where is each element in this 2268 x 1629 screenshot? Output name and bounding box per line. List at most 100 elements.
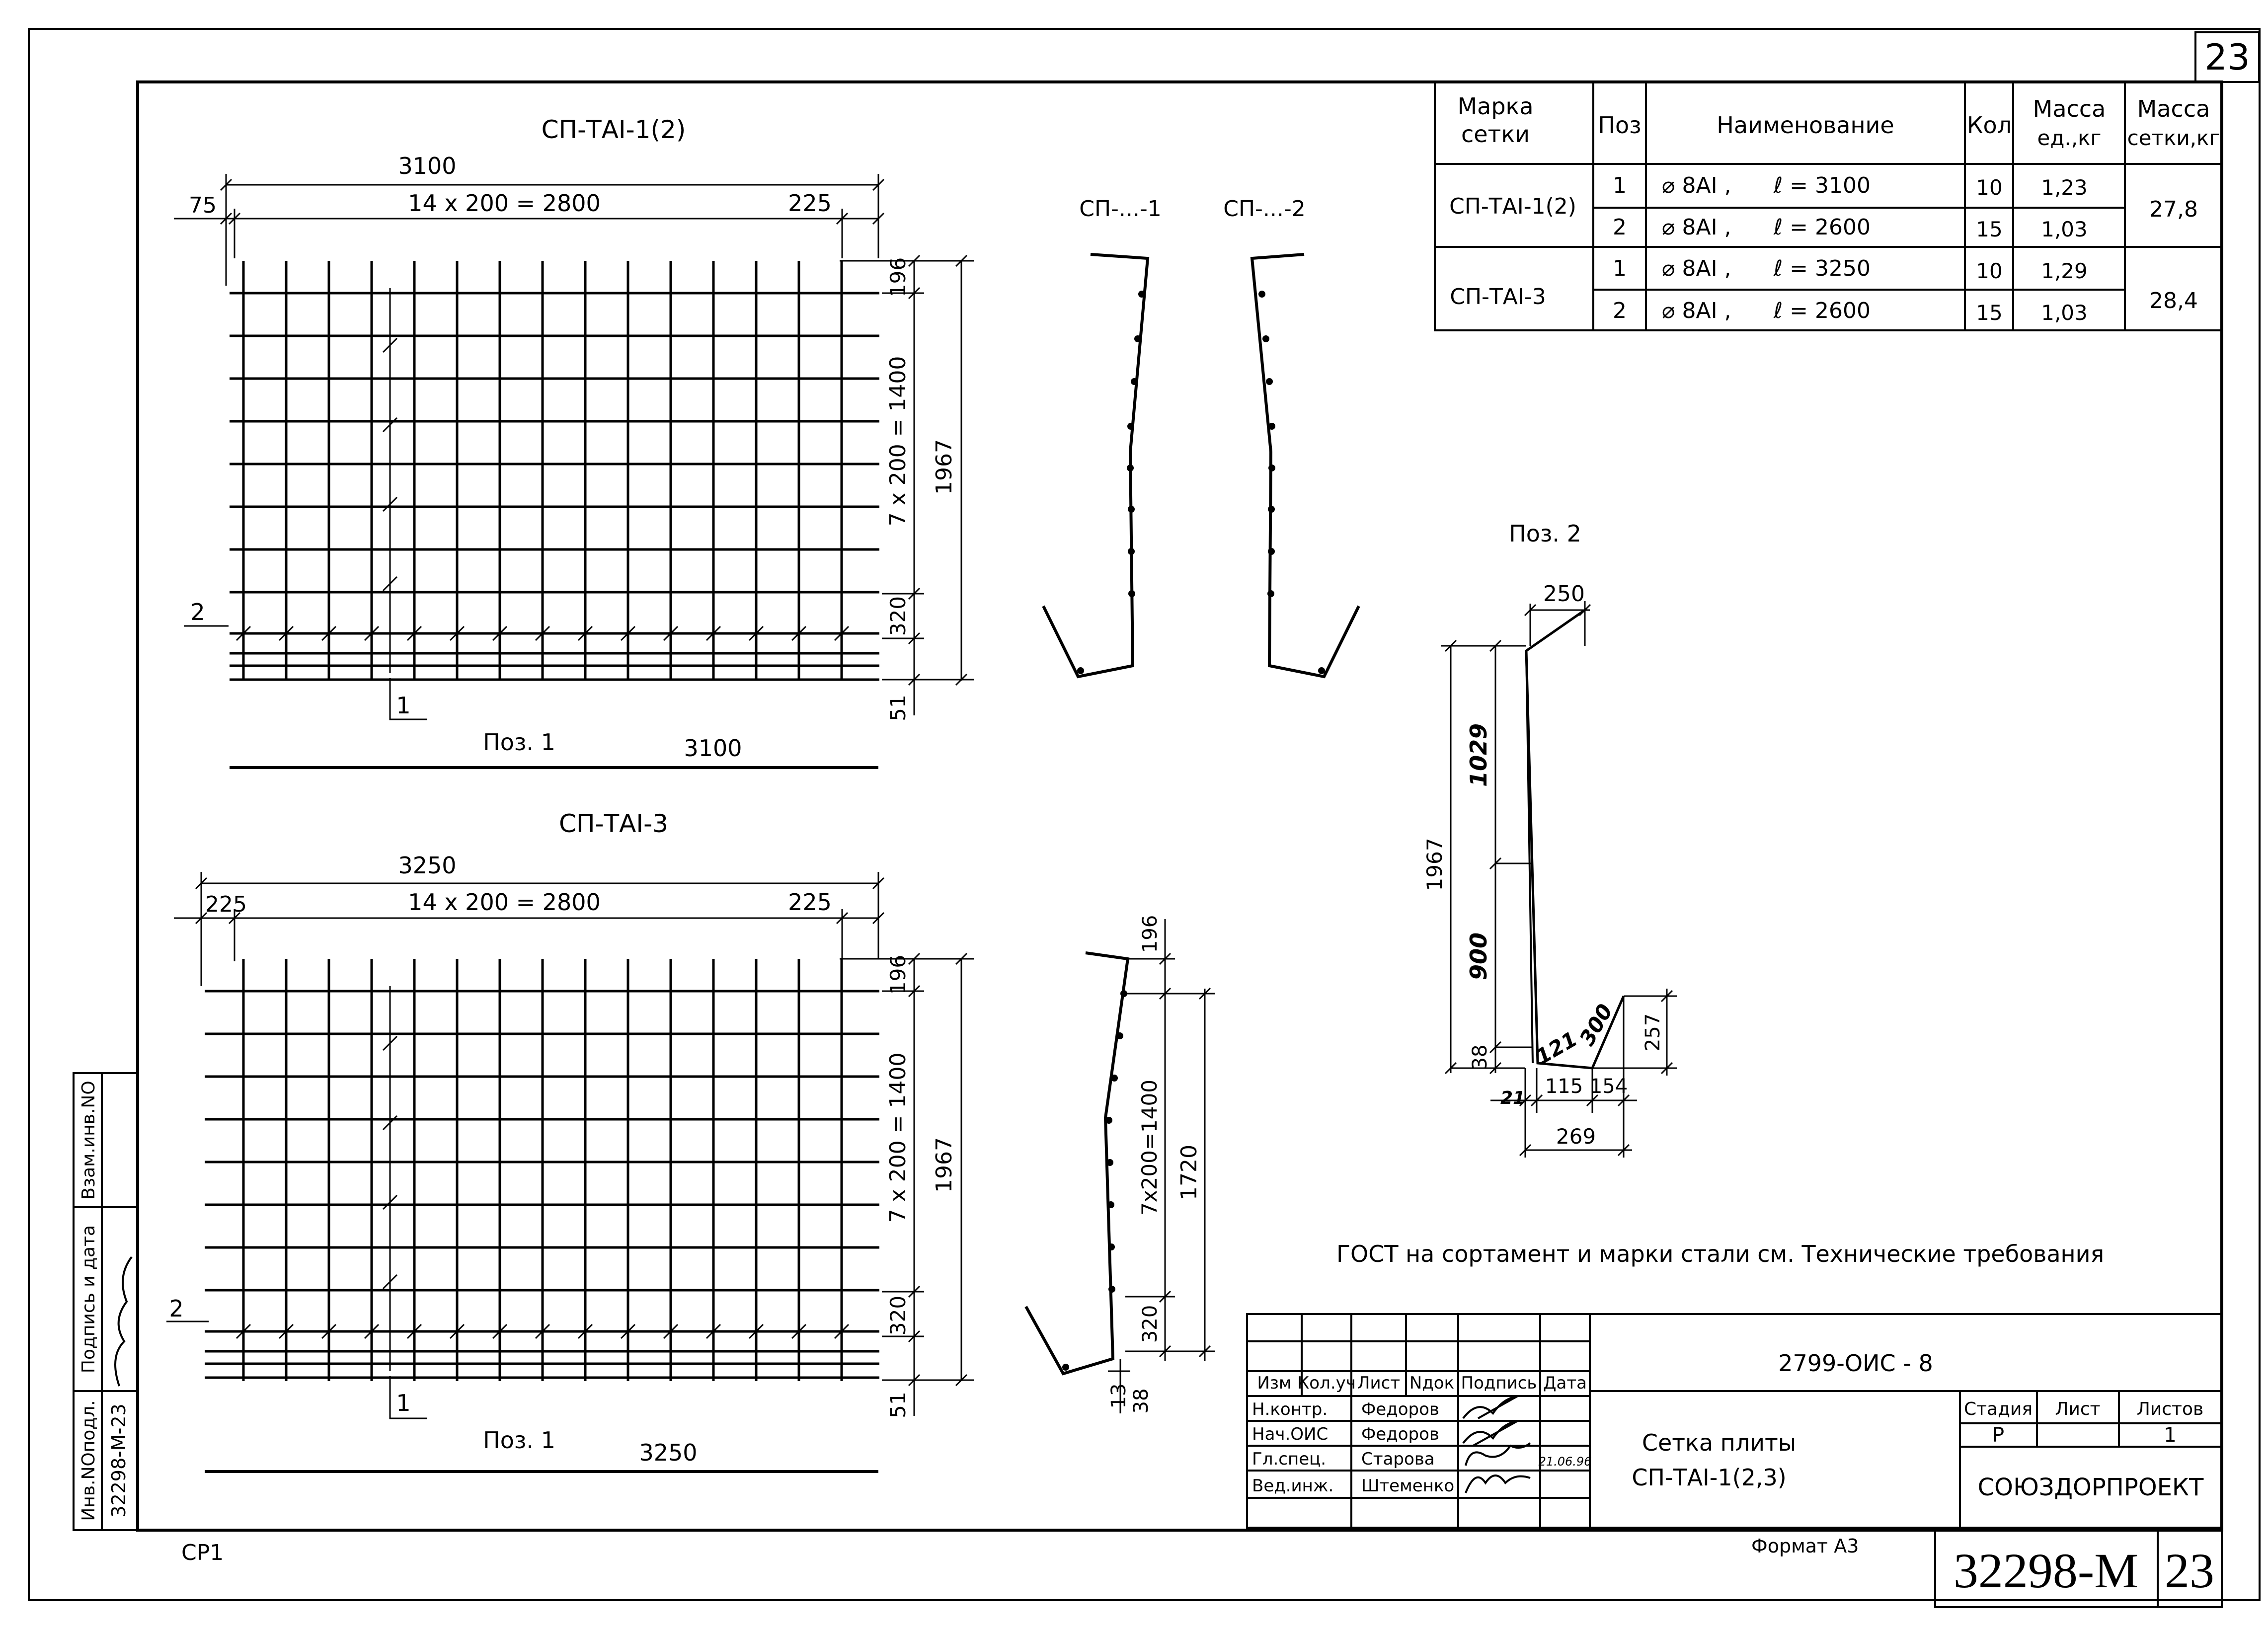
section-3-dim-total: 1720	[1176, 1145, 1202, 1200]
section-3-profile	[1024, 951, 1130, 1376]
stamp-stage-value: Р	[1992, 1424, 2004, 1447]
spec-mark: СП-ТАI-1(2)	[1449, 194, 1576, 219]
spec-unit-mass: 1,23	[2041, 175, 2088, 200]
spec-header-net-mass-1: Масса	[2137, 95, 2210, 122]
stamp-col-data: Дата	[1543, 1373, 1587, 1393]
mesh-2-dim-mid: 14 x 200 = 2800	[408, 889, 601, 916]
left-strip-inv-value: 32298-М-23	[108, 1403, 130, 1517]
mesh-weld-tick	[278, 625, 294, 641]
mesh-2-dim-v-total: 1967	[932, 1137, 957, 1193]
left-strip	[73, 1072, 139, 1531]
mesh-2-pos-label: Поз. 1	[483, 1427, 555, 1454]
mesh-2-drawing: СП-ТАI-3 3250 225 14 x 200 = 2800 225	[166, 809, 974, 1473]
mesh-weld-tick	[406, 1323, 422, 1339]
stamp-col-podpis: Подпись	[1461, 1373, 1537, 1393]
mesh-weld-tick	[364, 1323, 380, 1339]
stamp-sheets-label: Листов	[2137, 1399, 2203, 1419]
spec-header-unit-mass-2: ед.,кг	[2037, 126, 2101, 150]
stamp-col-ndok: Nдок	[1409, 1373, 1454, 1393]
mesh-2-title: СП-ТАI-3	[559, 809, 668, 838]
doc-sheet-big: 23	[2165, 1543, 2214, 1598]
mesh-weld-tick	[791, 1323, 807, 1339]
mesh-weld-tick	[321, 1323, 337, 1339]
stamp-col-izm: Изм	[1257, 1373, 1291, 1393]
mesh-1-bar-length: 3100	[684, 735, 742, 762]
stamp-role: Н.контр.	[1252, 1399, 1328, 1419]
mesh-2-dim-v-low: 320	[886, 1296, 910, 1335]
doc-number-big: 32298-М	[1954, 1543, 2138, 1598]
mesh-weld-tick	[620, 1323, 636, 1339]
mesh-1-dim-v-mid: 7 x 200 = 1400	[885, 356, 911, 527]
spec-pos: 2	[1613, 298, 1627, 323]
mesh-weld-tick	[321, 625, 337, 641]
stamp-sheet-label: Лист	[2055, 1399, 2100, 1419]
spec-qty: 10	[1976, 175, 2002, 200]
spec-qty: 10	[1976, 259, 2002, 283]
mesh-weld-tick	[791, 625, 807, 641]
stamp-bottom-boxes	[1934, 1527, 2223, 1608]
mesh-weld-tick	[535, 1323, 550, 1339]
mesh-weld-tick	[748, 625, 764, 641]
mesh-weld-tick	[834, 1323, 850, 1339]
stamp-person: Старова	[1361, 1449, 1435, 1469]
mesh-weld-tick	[449, 1323, 465, 1339]
section-2-bar-dots	[1258, 291, 1325, 674]
stamp-role: Гл.спец.	[1252, 1449, 1326, 1469]
pos-2-dim-115: 115	[1545, 1075, 1583, 1098]
stamp-signatures	[1462, 1395, 1531, 1493]
section-1-profile	[1042, 253, 1150, 679]
pos-2-dim-21: 21	[1500, 1088, 1525, 1108]
mesh-1-pos1-mark: 1	[396, 692, 410, 719]
page-number-box	[2194, 31, 2260, 83]
mesh-1-dim-left: 75	[189, 193, 217, 218]
mesh-weld-tick	[235, 625, 251, 641]
spec-pos: 1	[1613, 173, 1627, 198]
mesh-1-dim-v-bottom: 51	[886, 695, 910, 721]
mesh-weld-tick	[492, 1323, 508, 1339]
mesh-weld-tick	[382, 337, 398, 353]
mesh-1-grid	[230, 261, 879, 681]
pos-2-title: Поз. 2	[1509, 520, 1581, 547]
spec-len: ℓ = 2600	[1773, 298, 1871, 323]
spec-unit-mass: 1,03	[2041, 301, 2088, 325]
mesh-weld-tick	[577, 1323, 593, 1339]
mesh-1-dim-mid: 14 x 200 = 2800	[408, 190, 601, 217]
mesh-2-dim-v-top: 196	[886, 955, 910, 995]
mesh-1-dim-v-total: 1967	[932, 439, 957, 495]
pos-2-dim-900: 900	[1465, 932, 1492, 980]
spec-unit-mass: 1,29	[2041, 259, 2088, 283]
pos-2-dim-1967: 1967	[1422, 838, 1447, 891]
stamp-col-list: Лист	[1357, 1373, 1400, 1393]
mesh-1-pos-label: Поз. 1	[483, 729, 555, 756]
mesh-weld-tick	[663, 1323, 679, 1339]
section-3-dim-38: 38	[1130, 1389, 1153, 1414]
sheet-code: СР1	[181, 1540, 224, 1565]
mesh-weld-tick	[382, 1194, 398, 1210]
outer-frame	[28, 28, 2261, 1601]
spec-len: ℓ = 3250	[1773, 256, 1871, 281]
section-2-label: СП-...-2	[1223, 196, 1306, 222]
mesh-2-dim-total: 3250	[398, 852, 456, 879]
stamp-person: Федоров	[1361, 1424, 1439, 1444]
left-strip-inv: Инв.NОподл.	[78, 1400, 99, 1521]
mesh-2-pos1-mark: 1	[396, 1390, 410, 1416]
mesh-2-pos2-mark: 2	[169, 1295, 183, 1322]
mesh-1-dim-v-low: 320	[886, 596, 910, 636]
spec-net-mass: 28,4	[2149, 288, 2198, 313]
spec-header-qty: Кол	[1967, 112, 2012, 139]
stamp-role: Нач.ОИС	[1252, 1424, 1328, 1444]
page-number: 23	[2204, 36, 2250, 78]
mesh-weld-tick	[449, 625, 465, 641]
spec-header-unit-mass-1: Масса	[2033, 95, 2106, 122]
pos-2-dim-154: 154	[1590, 1075, 1628, 1098]
mesh-2-dim-v-bottom: 51	[886, 1392, 910, 1418]
spec-dia: ⌀ 8АI ,	[1662, 298, 1731, 323]
mesh-1-dim-total: 3100	[398, 153, 456, 179]
spec-header-net-mass-2: сетки,кг	[2127, 126, 2220, 150]
pos-2-dim-38: 38	[1469, 1045, 1491, 1070]
stamp-title-2: СП-ТАI-1(2,3)	[1632, 1464, 1786, 1491]
pos-2-dim-269: 269	[1556, 1124, 1596, 1149]
mesh-weld-tick	[278, 1323, 294, 1339]
sections: СП-...-1 СП-...-2	[1024, 196, 1360, 1414]
